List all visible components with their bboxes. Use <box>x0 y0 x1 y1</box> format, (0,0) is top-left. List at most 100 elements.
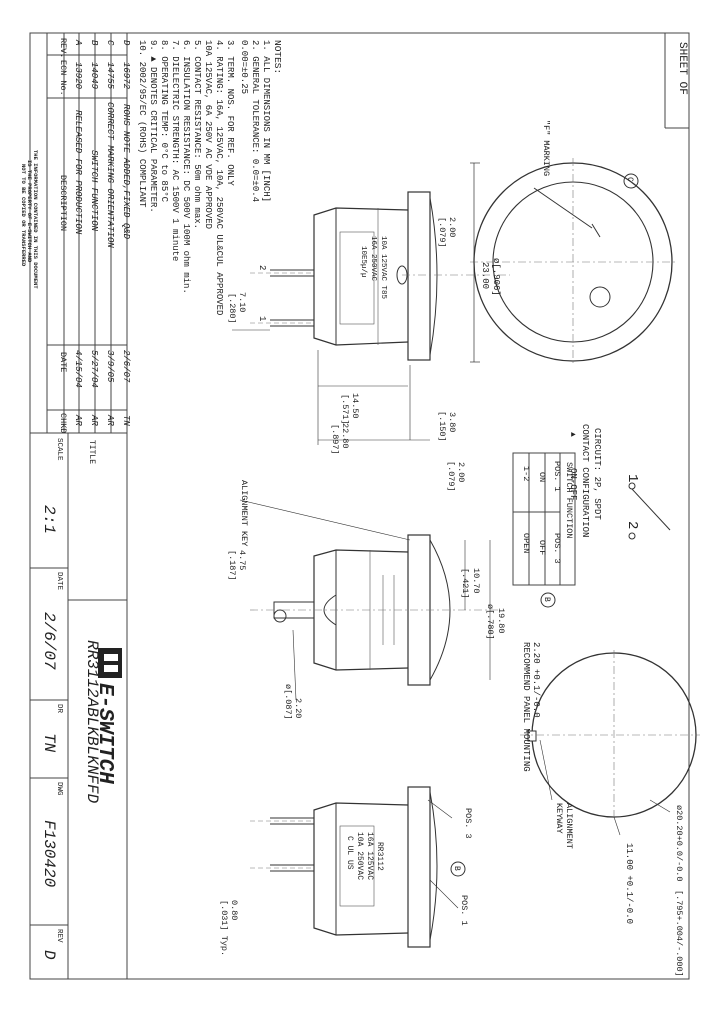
rev-header-description: DESCRIPTION <box>58 175 68 231</box>
circuit-subtitle: CONTACT CONFIGURATION <box>580 424 590 537</box>
dim-0-80-in: [.031] Typ. <box>219 900 229 956</box>
scale-value: 2:1 <box>40 505 58 534</box>
drawing-title: RR3112ABLKBLKNFFD <box>83 640 101 804</box>
end-view <box>239 499 500 701</box>
sheet-of-label: SHEET OF <box>676 42 688 95</box>
circuit-terminal-1: 1 <box>624 474 640 482</box>
brand-logo: E-SWITCH <box>93 648 122 784</box>
rev-header-rev: REV. <box>58 38 68 58</box>
side-marking-line: 10A 125VAC T85 <box>379 236 387 300</box>
dwg-value: F130420 <box>40 820 58 888</box>
note-line: 8. OPERATING TEMP: 0°C to 85°C <box>159 40 169 203</box>
alignment-keyway-label: ALIGNMENT <box>564 803 574 849</box>
date-label: DATE <box>55 572 63 591</box>
alignment-keyway-label-2: KEYWAY <box>554 803 564 834</box>
note-line: 10. 2002/95/EC (ROHS) COMPLIANT <box>137 40 147 208</box>
bottom-marking-line: 10A 250VAC <box>355 832 364 880</box>
title-label: TITLE <box>87 440 96 464</box>
dr-value: TN <box>40 733 58 753</box>
rev-cell: RELEASED FOR PRODUCTION <box>73 110 83 235</box>
bottom-marking-line: RR3112 <box>375 842 384 871</box>
scale-label: SCALE <box>55 438 63 461</box>
panel-dim-11-00: 11.00 +0.1/-0.0 <box>624 843 634 924</box>
svg-text:B: B <box>542 597 551 602</box>
dim-14-50-in: [.571] <box>340 394 350 425</box>
note-line: 2. GENERAL TOLERANCE: 0.0=±0.4 <box>250 40 260 202</box>
rev-cell: ROHS NOTE ADDED,FIXED Q&D <box>121 104 131 240</box>
bottom-marking-line: 16A 125VAC <box>365 832 374 880</box>
bottom-marking-line: C UL US <box>345 836 354 870</box>
rev-cell: AR <box>105 414 115 426</box>
dr-label: DR <box>55 704 63 714</box>
side-terminal-2: 2 <box>257 265 267 270</box>
svg-text:E-SWITCH: E-SWITCH <box>93 683 116 784</box>
notes-heading: NOTES: <box>272 40 283 74</box>
svg-text:NOT TO BE COPIED OR TRANSFERRE: NOT TO BE COPIED OR TRANSFERRED <box>20 164 27 267</box>
rev-cell: A <box>73 39 83 45</box>
circuit-cell: 1-2 <box>521 466 531 481</box>
f-marking-label: "F" MARKING <box>541 120 551 176</box>
rev-cell: D <box>121 40 131 46</box>
dim-0-80: 0.80 <box>229 900 239 920</box>
dim-3-80: 3.80 <box>447 412 457 432</box>
circuit-diagram <box>512 452 671 586</box>
dim-top-dia-in: ø[.906] <box>491 258 501 296</box>
panel-dim-2-20: 2.20 +0.1/-0.0 <box>531 642 541 718</box>
rev-value: D <box>40 950 58 960</box>
dim-4-75-in: [.187] <box>227 550 237 581</box>
circuit-terminal-2: 2 <box>624 521 640 529</box>
circuit-cell: ON <box>537 472 547 482</box>
rev-cell: AR <box>73 414 83 426</box>
dim-22-80-in: [.897] <box>330 424 340 455</box>
rev-cell: TN <box>121 415 131 426</box>
note-line: 6. INSULATION RESISTANCE: DC 500V 100M o… <box>181 40 191 294</box>
pos3-header: POS. 3 <box>552 533 562 564</box>
circuit-cell: OFF <box>537 540 547 555</box>
svg-text:IS THE PROPERTY OF E-SWITCH AN: IS THE PROPERTY OF E-SWITCH AND <box>26 160 33 263</box>
note-line: 3. TERM. NOS. FOR REF. ONLY <box>225 40 235 186</box>
pos-3-label: POS. 3 <box>463 808 473 839</box>
bottom-view <box>250 786 459 948</box>
rev-header-chkd: CHKD <box>58 413 68 433</box>
panel-dim-20-20-in: [.795+.004/-.000] <box>674 890 684 977</box>
dim-2-20: 2.20 <box>293 698 303 718</box>
note-line: 10A 125VAC, 6A 250V AC VDE APPROVED <box>203 40 213 229</box>
critical-marker: ▲ <box>568 432 577 437</box>
note-line: 5. CONTACT RESISTANCE: 50m ohm max. <box>192 40 202 229</box>
rev-cell: 3/9/05 <box>105 350 115 383</box>
rev-cell: 14049 <box>89 62 99 90</box>
dim-2-20-in: ø[.087] <box>283 684 293 720</box>
rev-b-marker-bottom <box>450 861 466 877</box>
dim-3-80-in: [.150] <box>437 411 447 442</box>
dim-19-80-in: ø[.780] <box>485 604 495 640</box>
title-block <box>29 432 128 980</box>
note-line: 9. ▲ DENOTES CRITICAL PARAMETER. <box>148 40 158 213</box>
switch-fn-header: SWITCH FUNCTION <box>564 462 574 539</box>
dim-19-80: 19.80 <box>496 608 506 634</box>
rev-cell: CORRECT MARKING ORIENTATION <box>105 102 115 248</box>
rev-cell: 4/15/04 <box>73 350 83 388</box>
dim-10-70: 10.70 <box>471 568 481 594</box>
rev-cell: AR <box>89 414 99 426</box>
dim-4-75: 4.75 <box>237 550 247 570</box>
rev-cell: 14755 <box>105 62 115 90</box>
alignment-key-label: ALIGNMENT KEY <box>239 480 249 546</box>
circuit-cell: OPEN <box>521 533 531 553</box>
dim-7-10-in: [.280] <box>227 293 237 324</box>
date-value: 2/6/07 <box>40 612 58 670</box>
dim-2-00: 2.00 <box>447 217 457 237</box>
pos1-header: POS. 1 <box>552 461 562 492</box>
rev-header-date: DATE <box>58 352 68 372</box>
side-view <box>232 191 510 445</box>
dim-7-10: 7.10 <box>237 292 247 312</box>
note-line: 0.00=±0.25 <box>239 40 249 94</box>
dim-2-00b: 2.00 <box>456 462 466 482</box>
side-marking-line: 10E5µ/µ <box>359 246 367 278</box>
svg-text:THE INFORMATION CONTAINED IN T: THE INFORMATION CONTAINED IN THIS DOCUME… <box>32 150 39 289</box>
top-view <box>470 158 676 366</box>
svg-text:B: B <box>452 866 461 871</box>
rev-header-ecn: ECN No. <box>58 60 68 96</box>
dim-22-80: 22.80 <box>340 423 350 449</box>
dim-top-dia: 23.00 <box>480 262 490 289</box>
